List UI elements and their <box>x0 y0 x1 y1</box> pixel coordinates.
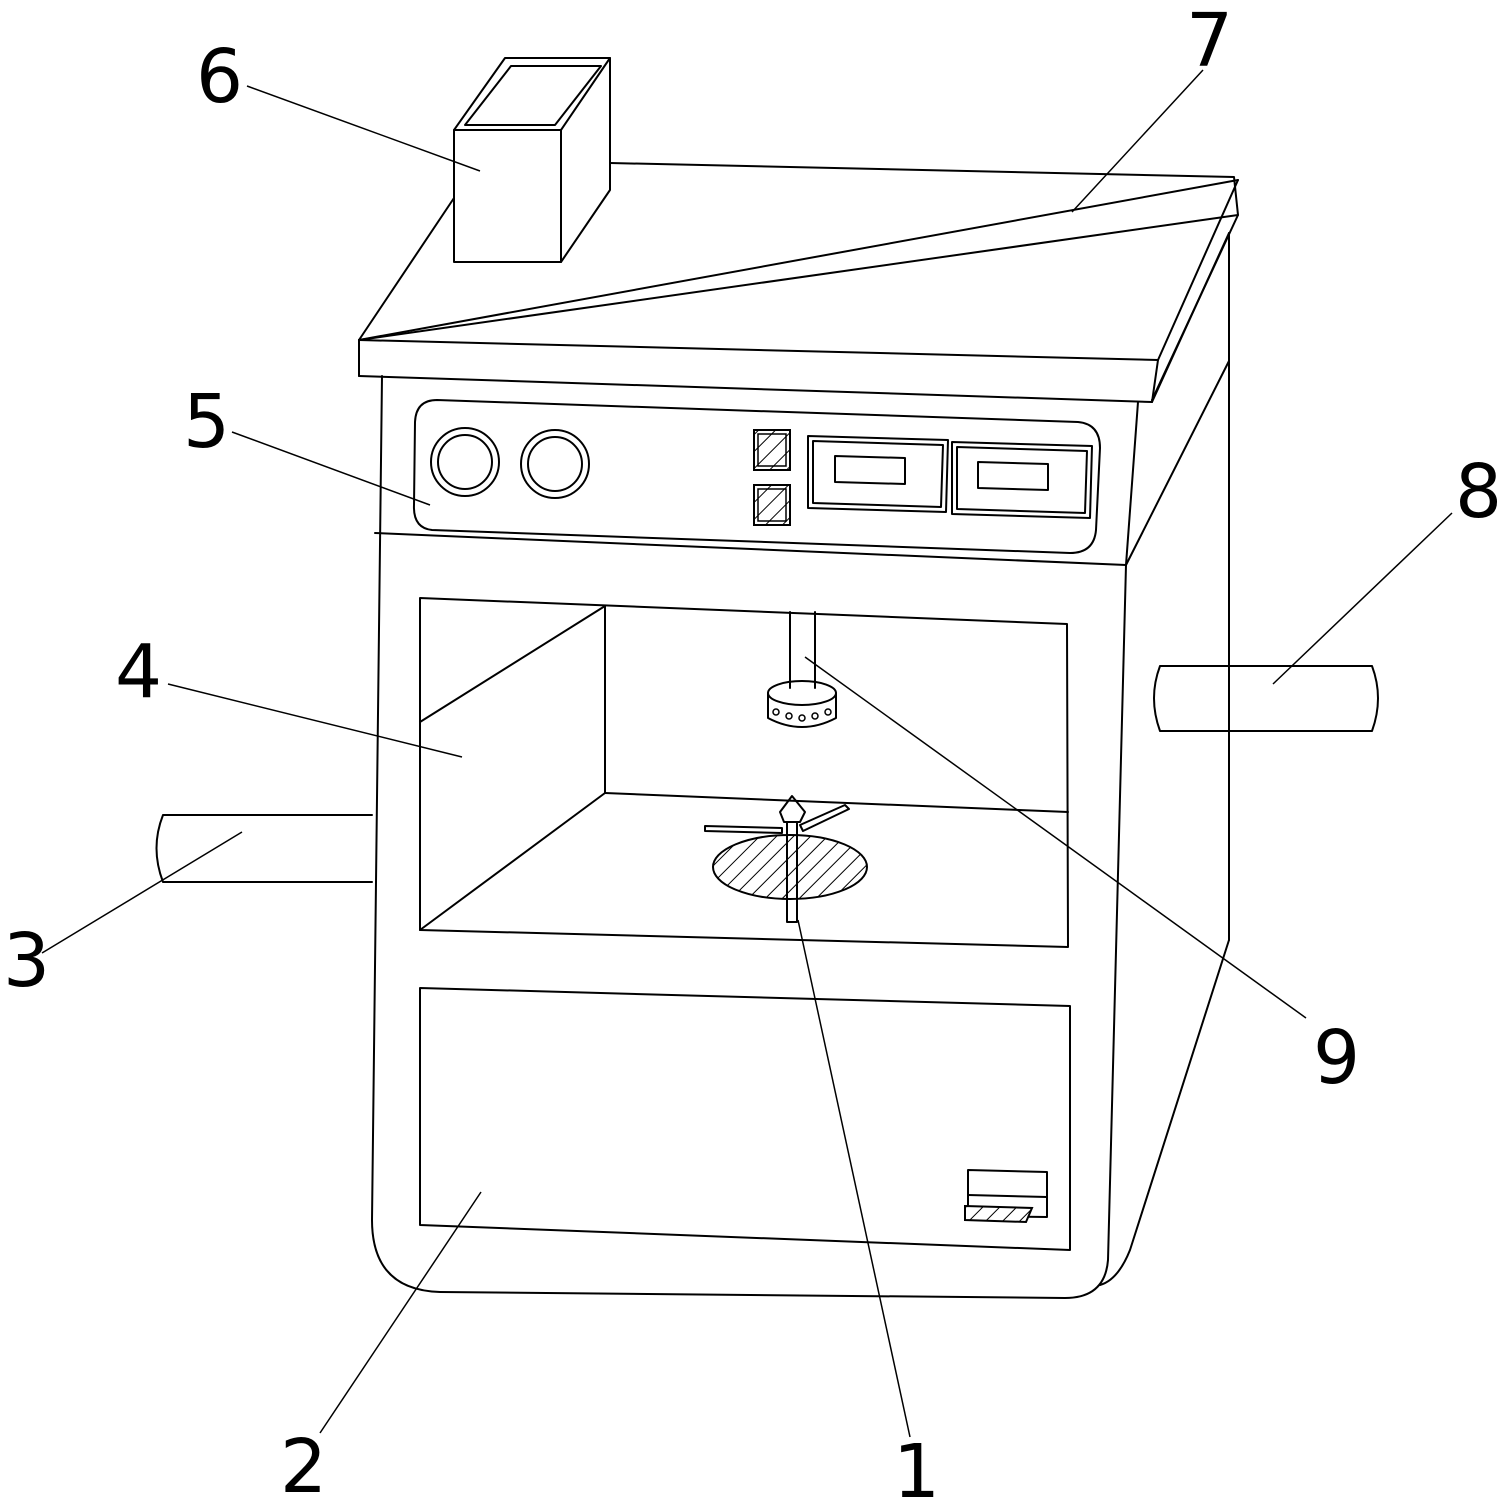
callout-1: 1 <box>893 1429 940 1503</box>
storage-drawer <box>419 987 1071 1251</box>
display-1 <box>807 435 949 513</box>
feed-box <box>453 57 611 263</box>
callout-8: 8 <box>1455 449 1502 535</box>
callout-9: 9 <box>1313 1015 1360 1101</box>
callout-3: 3 <box>3 918 50 1004</box>
callout-labels: 1 2 3 4 5 6 7 8 9 <box>3 0 1502 1503</box>
callout-4: 4 <box>115 629 162 715</box>
outlet-pipe <box>1153 665 1379 732</box>
processing-chamber <box>419 597 1069 948</box>
rotary-spindle <box>704 795 868 923</box>
callout-5: 5 <box>183 379 230 465</box>
knob-1 <box>430 427 500 497</box>
cabinet-body <box>371 232 1230 1299</box>
inlet-pipe <box>155 814 373 883</box>
switch-2 <box>753 484 791 526</box>
leader-lines <box>41 69 1453 1438</box>
top-cover-plate <box>358 162 1239 403</box>
knob-2 <box>520 429 590 499</box>
drawer-latch <box>964 1169 1048 1224</box>
control-panel <box>412 399 1101 554</box>
callout-6: 6 <box>196 34 243 120</box>
display-2 <box>951 441 1093 519</box>
switch-1 <box>753 429 791 471</box>
spray-head <box>767 611 837 728</box>
callout-2: 2 <box>280 1424 327 1503</box>
callout-7: 7 <box>1186 0 1233 84</box>
